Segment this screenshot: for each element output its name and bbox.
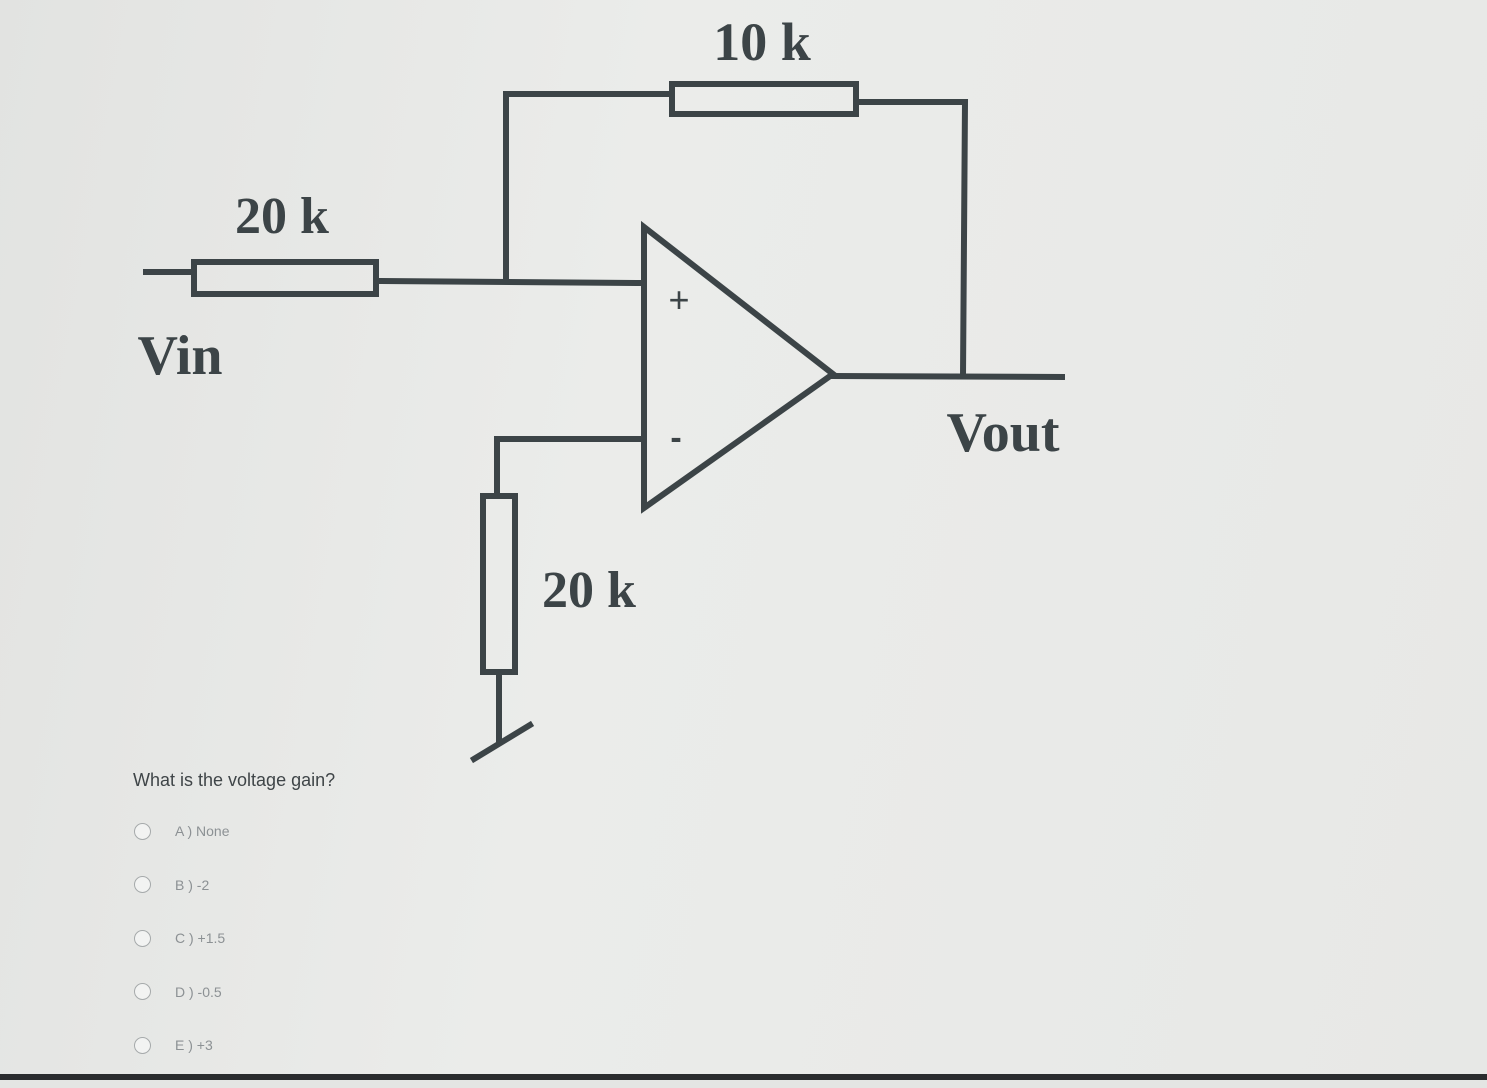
feedback-wire-right — [855, 99, 969, 380]
option-c[interactable]: C ) +1.5 — [134, 927, 229, 949]
plus-sign: + — [668, 279, 689, 320]
question-text: What is the voltage gain? — [133, 770, 336, 790]
minus-input-wire — [494, 436, 646, 497]
feedback-wire-left — [503, 91, 673, 284]
monitor-bezel — [0, 1074, 1487, 1080]
input-resistor-label: 20 k — [235, 188, 329, 245]
option-label: A ) None — [175, 823, 230, 839]
feedback-resistor — [669, 81, 859, 117]
option-a[interactable]: A ) None — [134, 820, 229, 842]
answer-options: A ) None B ) -2 C ) +1.5 D ) -0.5 E ) +3 — [134, 820, 229, 1088]
radio-button[interactable] — [134, 929, 151, 947]
vout-wire — [830, 372, 1066, 381]
option-label: C ) +1.5 — [175, 930, 226, 946]
ground-resistor — [480, 493, 518, 675]
minus-sign: - — [670, 419, 681, 457]
op-amp-triangle — [641, 220, 839, 514]
radio-button[interactable] — [134, 983, 151, 1000]
option-label: E ) +3 — [175, 1037, 213, 1053]
ground-resistor-label: 20 k — [542, 562, 636, 619]
radio-button[interactable] — [134, 876, 151, 893]
radio-button[interactable] — [134, 822, 151, 840]
input-resistor — [191, 259, 379, 297]
option-d[interactable]: D ) -0.5 — [134, 981, 229, 1003]
option-label: B ) -2 — [175, 876, 210, 893]
feedback-resistor-label: 10 k — [713, 12, 811, 72]
option-b[interactable]: B ) -2 — [134, 874, 229, 896]
ground-symbol — [469, 720, 535, 764]
radio-button[interactable] — [134, 1036, 151, 1054]
option-e[interactable]: E ) +3 — [134, 1034, 229, 1056]
vout-label: Vout — [946, 402, 1059, 464]
option-label: D ) -0.5 — [175, 983, 222, 1000]
plus-input-wire — [374, 277, 647, 287]
vin-label: Vin — [137, 325, 222, 387]
